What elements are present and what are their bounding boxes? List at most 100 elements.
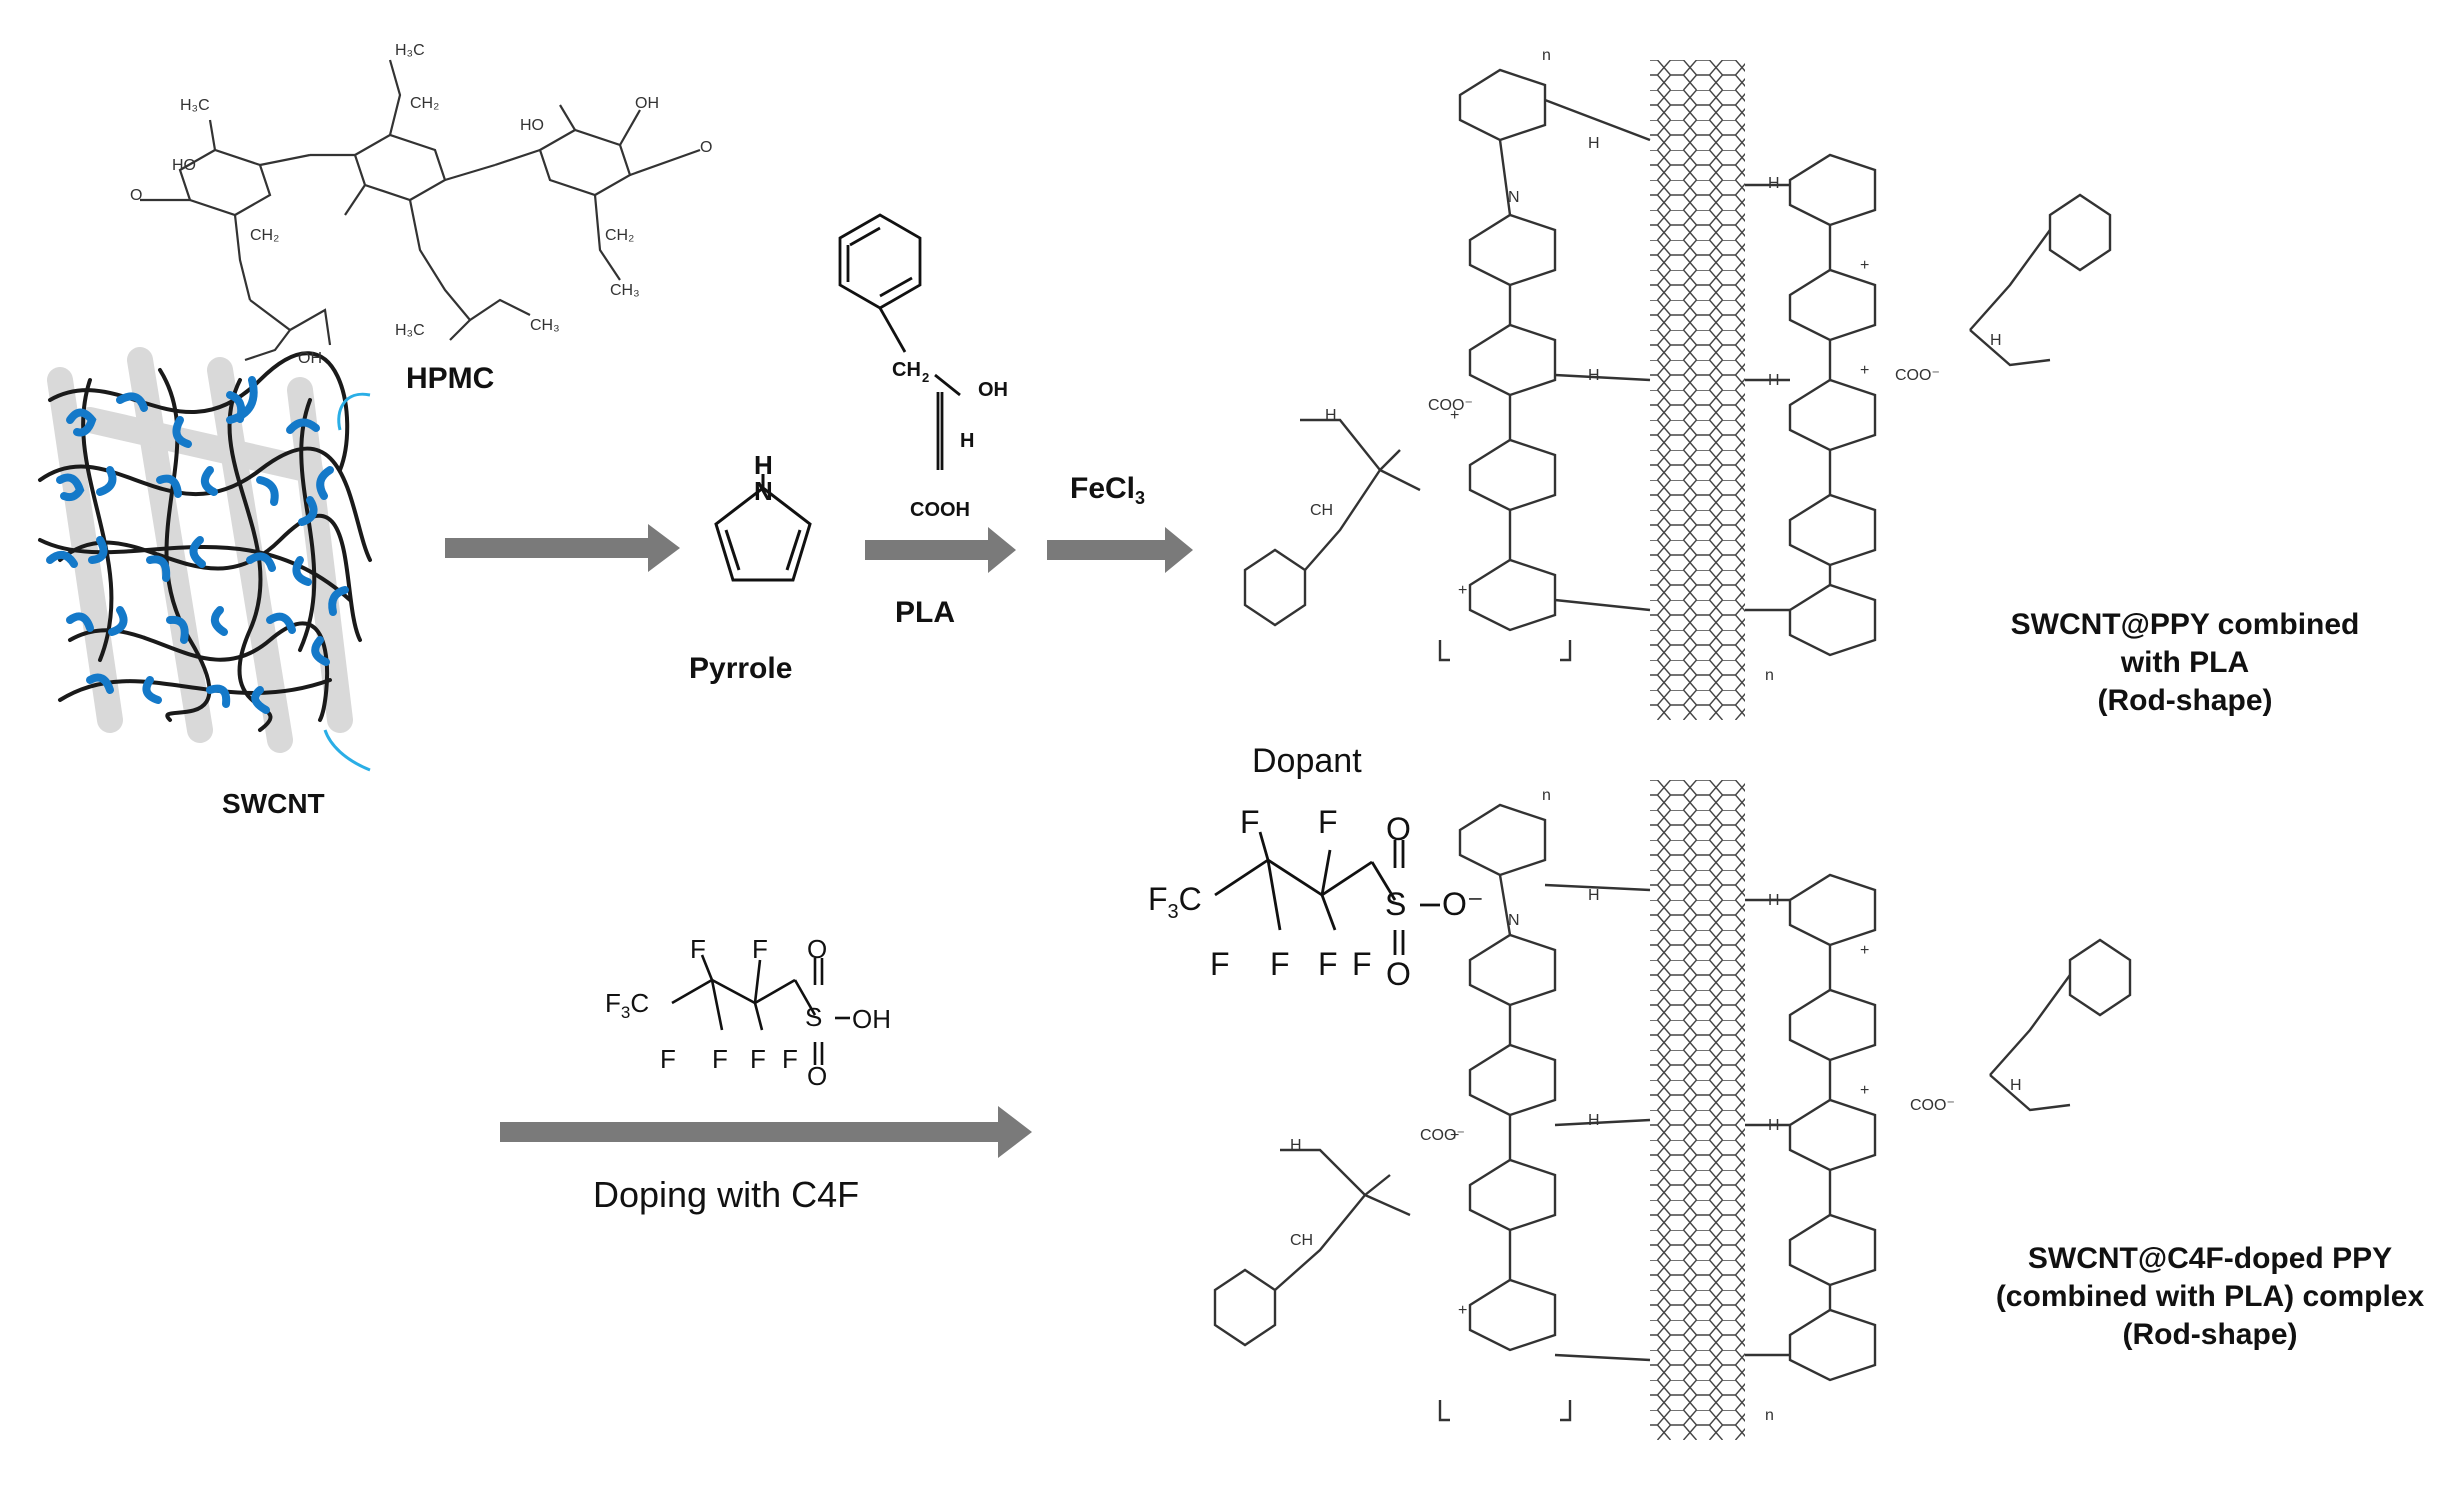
ppy-chain-right-bottom (1745, 873, 1877, 1382)
svg-text:COO⁻: COO⁻ (1420, 1127, 1465, 1144)
svg-text:H: H (1588, 367, 1600, 384)
svg-text:CH₂: CH₂ (605, 227, 634, 244)
svg-text:CH: CH (892, 359, 921, 381)
svg-text:+: + (1860, 362, 1869, 379)
pla-moiety-bottom (1213, 938, 2132, 1347)
ppy-chain-left-top (1438, 68, 1651, 662)
ppy-complex-top: H COO⁻ CH N H H H H COO⁻ H + + + + n n (1243, 47, 2112, 720)
arrow-hpmc-to-pyrrole (445, 524, 680, 572)
svg-text:O: O (807, 1061, 827, 1091)
product-1-line-2: with PLA (2120, 646, 2250, 679)
svg-text:+: + (1860, 257, 1869, 274)
svg-text:OH: OH (298, 350, 322, 367)
svg-text:CH₃: CH₃ (610, 282, 640, 299)
svg-text:H: H (754, 450, 773, 480)
svg-text:COO⁻: COO⁻ (1895, 367, 1940, 384)
c4f-anion-structure (1214, 831, 1440, 955)
ppy-top-atoms: H COO⁻ CH N H H H H COO⁻ H + + + + n n (1310, 47, 2002, 684)
product-2-line-3: (Rod-shape) (2122, 1318, 2298, 1351)
c4f-anion-atoms: F3C F F F F F F S O O O⁻ (1148, 804, 1484, 992)
svg-text:n: n (1542, 787, 1551, 804)
pyrrole-atoms: H N (754, 450, 773, 506)
ppy-chain-left-bottom (1438, 803, 1651, 1422)
pla-structure (838, 213, 961, 470)
ppy-bottom-atoms: H COO⁻ CH N H H H H COO⁻ H + + + + n n (1290, 787, 2022, 1424)
svg-text:+: + (1860, 942, 1869, 959)
arrow-doping (500, 1106, 1032, 1158)
c4f-acid-atoms: F3C F F F F F F S O O OH (605, 934, 891, 1091)
svg-text:OH: OH (852, 1004, 891, 1034)
svg-text:COO⁻: COO⁻ (1910, 1097, 1955, 1114)
svg-text:F: F (750, 1044, 766, 1074)
svg-text:OH: OH (978, 379, 1008, 401)
hpmc-structure (140, 59, 701, 362)
product-2-line-2: (combined with PLA) complex (1995, 1280, 2425, 1313)
svg-text:H: H (1768, 1117, 1780, 1134)
svg-text:CH: CH (1290, 1232, 1313, 1249)
svg-text:+: + (1450, 407, 1459, 424)
ppy-complex-bottom: H COO⁻ CH N H H H H COO⁻ H + + + + n n (1213, 780, 2132, 1440)
svg-text:COO⁻: COO⁻ (1428, 397, 1473, 414)
svg-text:F: F (1240, 804, 1260, 840)
svg-text:H: H (1588, 887, 1600, 904)
svg-text:F: F (1318, 804, 1338, 840)
swcnt-label: SWCNT (222, 788, 325, 819)
dopant-label: Dopant (1252, 742, 1362, 780)
svg-text:F3C: F3C (605, 988, 649, 1022)
svg-text:H: H (1588, 135, 1600, 152)
svg-text:H₃C: H₃C (180, 97, 210, 114)
svg-text:O: O (1386, 956, 1411, 992)
svg-text:F3C: F3C (1148, 881, 1202, 923)
svg-text:H: H (1588, 1112, 1600, 1129)
svg-text:H: H (1325, 407, 1337, 424)
svg-text:n: n (1765, 667, 1774, 684)
svg-text:O: O (807, 934, 827, 964)
svg-text:OH: OH (635, 95, 659, 112)
svg-text:H: H (1768, 372, 1780, 389)
svg-text:+: + (1860, 1082, 1869, 1099)
swcnt-bundle (38, 347, 372, 772)
product-2-caption: SWCNT@C4F-doped PPY (combined with PLA) … (1965, 1240, 2455, 1354)
pyrrole-label: Pyrrole (689, 652, 793, 685)
pla-label: PLA (895, 596, 955, 629)
svg-text:H₃C: H₃C (395, 42, 425, 59)
svg-text:O: O (1386, 811, 1411, 847)
svg-text:F: F (1270, 946, 1290, 982)
svg-text:CH₃: CH₃ (530, 317, 560, 334)
svg-text:H₃C: H₃C (395, 322, 425, 339)
svg-text:H: H (1768, 892, 1780, 909)
svg-text:O: O (700, 139, 712, 156)
product-1-line-1: SWCNT@PPY combined (2010, 608, 2360, 641)
ppy-chain-right-top (1745, 153, 1877, 657)
svg-text:N: N (754, 476, 773, 506)
product-1-line-3: (Rod-shape) (2097, 684, 2273, 717)
svg-text:F: F (1210, 946, 1230, 982)
svg-text:CH₂: CH₂ (250, 227, 279, 244)
svg-text:H: H (1768, 175, 1780, 192)
svg-text:O⁻: O⁻ (1442, 886, 1484, 922)
arrow-fecl3 (1047, 527, 1193, 573)
svg-text:F: F (690, 934, 706, 964)
svg-text:H: H (960, 430, 974, 452)
svg-text:F: F (1352, 946, 1372, 982)
svg-text:O: O (130, 187, 142, 204)
svg-text:CH₂: CH₂ (410, 95, 439, 112)
c4f-acid-structure (671, 954, 850, 1065)
svg-text:S: S (805, 1002, 822, 1032)
svg-text:F: F (1318, 946, 1338, 982)
svg-text:+: + (1458, 582, 1467, 599)
hpmc-atoms: H₃C H₃C O HO HO OH CH₂ CH₂ CH₂ OH H₃C CH… (130, 42, 712, 367)
svg-text:H: H (1290, 1137, 1302, 1154)
doping-with-c4f-label: Doping with C4F (593, 1174, 860, 1215)
swcnt-tube-top (1650, 60, 1745, 720)
fecl3-label: FeCl3 (1070, 472, 1146, 508)
pla-moiety-top (1243, 193, 2112, 627)
product-1-caption: SWCNT@PPY combined with PLA (Rod-shape) (1965, 606, 2405, 720)
svg-text:N: N (1508, 189, 1520, 206)
svg-text:H: H (2010, 1077, 2022, 1094)
svg-text:COOH: COOH (910, 499, 970, 521)
svg-text:S: S (1385, 886, 1406, 922)
